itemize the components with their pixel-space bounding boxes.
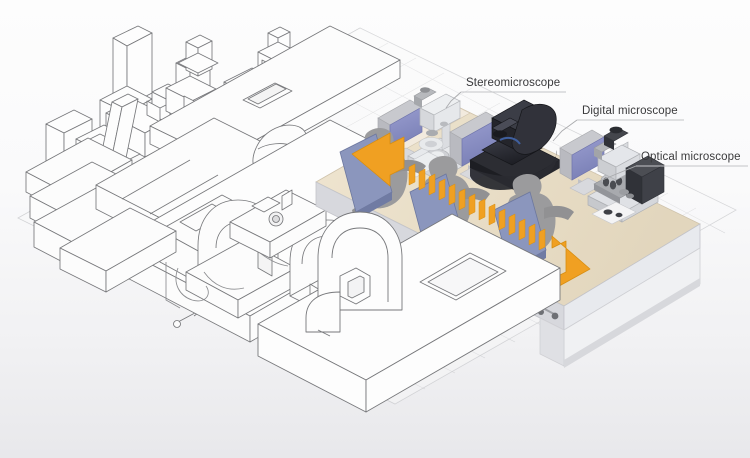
keyboard-back-bench <box>242 82 293 109</box>
cable-runs <box>165 243 289 309</box>
desk-dial-pad <box>418 137 444 151</box>
front-curved-machine <box>305 211 403 337</box>
bidirectional-workflow-arrow <box>351 132 591 291</box>
callout-label-optical-microscope: Optical microscope <box>641 151 741 163</box>
leader-line-digital-microscope <box>552 119 578 142</box>
leader-line-stereomicroscope <box>445 91 462 109</box>
callout-digital-microscope: Digital microscope <box>552 105 684 142</box>
optical-microscope <box>587 126 665 223</box>
callout-label-stereomicroscope: Stereomicroscope <box>466 77 560 89</box>
desk-accessory-tray <box>591 201 637 225</box>
front-left-cabinet <box>59 207 177 293</box>
callout-optical-microscope: Optical microscope <box>599 151 748 182</box>
callout-label-digital-microscope: Digital microscope <box>582 105 678 117</box>
leader-line-optical-microscope <box>599 165 637 182</box>
callouts: Stereomicroscope Digital microscope Opti… <box>445 77 748 182</box>
callout-stereomicroscope: Stereomicroscope <box>445 77 566 109</box>
small-machine-bench <box>229 189 327 259</box>
hopper-feeder <box>177 34 219 77</box>
front-lower-bench <box>257 213 561 413</box>
